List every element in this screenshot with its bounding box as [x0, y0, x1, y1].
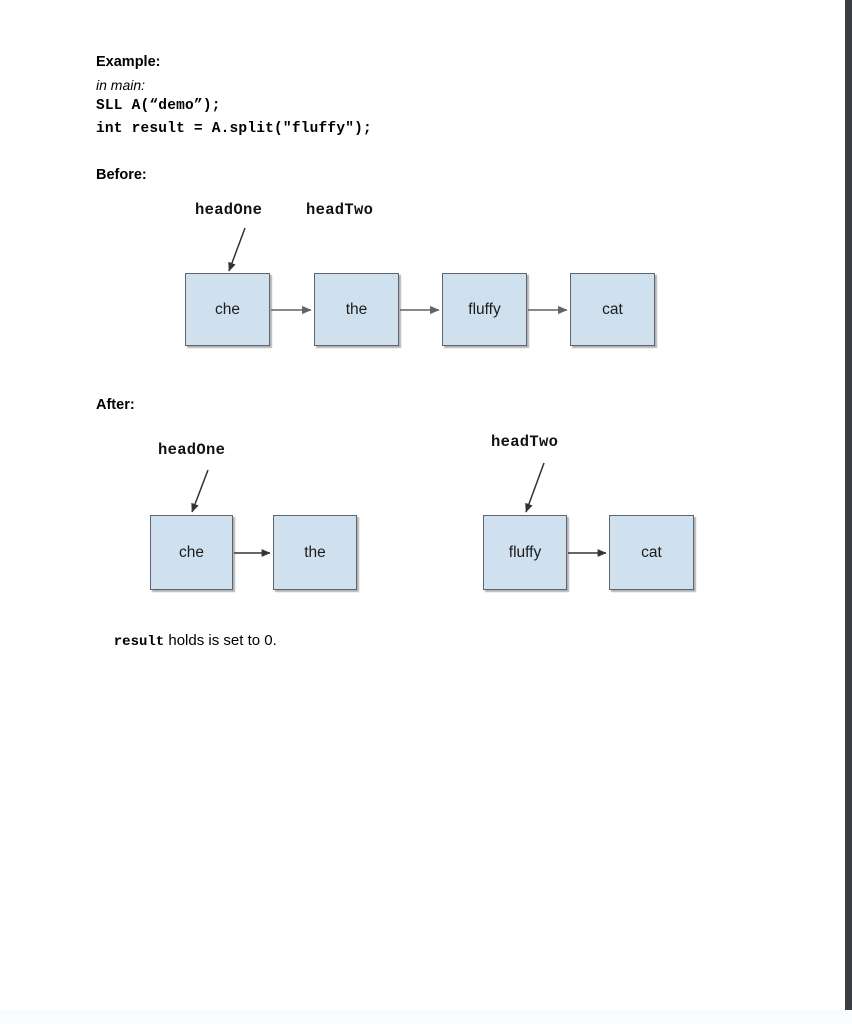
node-label: the — [345, 300, 368, 318]
node-cat-before: cat — [570, 273, 655, 346]
code-line-2: int result = A.split("fluffy"); — [96, 121, 372, 137]
pointer-label-headone-before: headOne — [195, 201, 263, 219]
node-label: fluffy — [508, 543, 542, 561]
after-list-two-connectors — [568, 549, 607, 557]
result-identifier: result — [113, 634, 165, 650]
pointer-arrow-headone-after — [191, 469, 209, 513]
right-edge-band — [845, 0, 852, 1010]
result-statement: result holds is set to 0. — [96, 617, 277, 665]
node-che-after: che — [150, 515, 233, 590]
node-label: che — [215, 300, 240, 318]
pointer-label-headtwo-before: headTwo — [306, 201, 374, 219]
node-fluffy-after: fluffy — [483, 515, 567, 590]
before-heading: Before: — [96, 167, 147, 183]
example-heading: Example: — [96, 54, 161, 70]
after-list-one-connectors — [234, 549, 271, 557]
after-heading: After: — [96, 397, 135, 413]
pointer-arrow-headtwo-after — [525, 462, 545, 513]
node-label: che — [179, 543, 204, 561]
code-line-1: SLL A(“demo”); — [96, 98, 221, 114]
node-label: cat — [602, 300, 623, 318]
node-label: the — [304, 543, 326, 561]
node-the-after: the — [273, 515, 357, 590]
node-cat-after: cat — [609, 515, 694, 590]
node-the-before: the — [314, 273, 399, 346]
node-che-before: che — [185, 273, 270, 346]
bottom-edge-band — [0, 1010, 852, 1024]
node-label: fluffy — [468, 300, 501, 318]
pointer-label-headone-after: headOne — [158, 441, 226, 459]
node-label: cat — [641, 543, 662, 561]
context-line: in main: — [96, 77, 146, 93]
pointer-label-headtwo-after: headTwo — [491, 433, 559, 451]
result-description: holds is set to 0. — [164, 632, 277, 649]
node-fluffy-before: fluffy — [442, 273, 527, 346]
